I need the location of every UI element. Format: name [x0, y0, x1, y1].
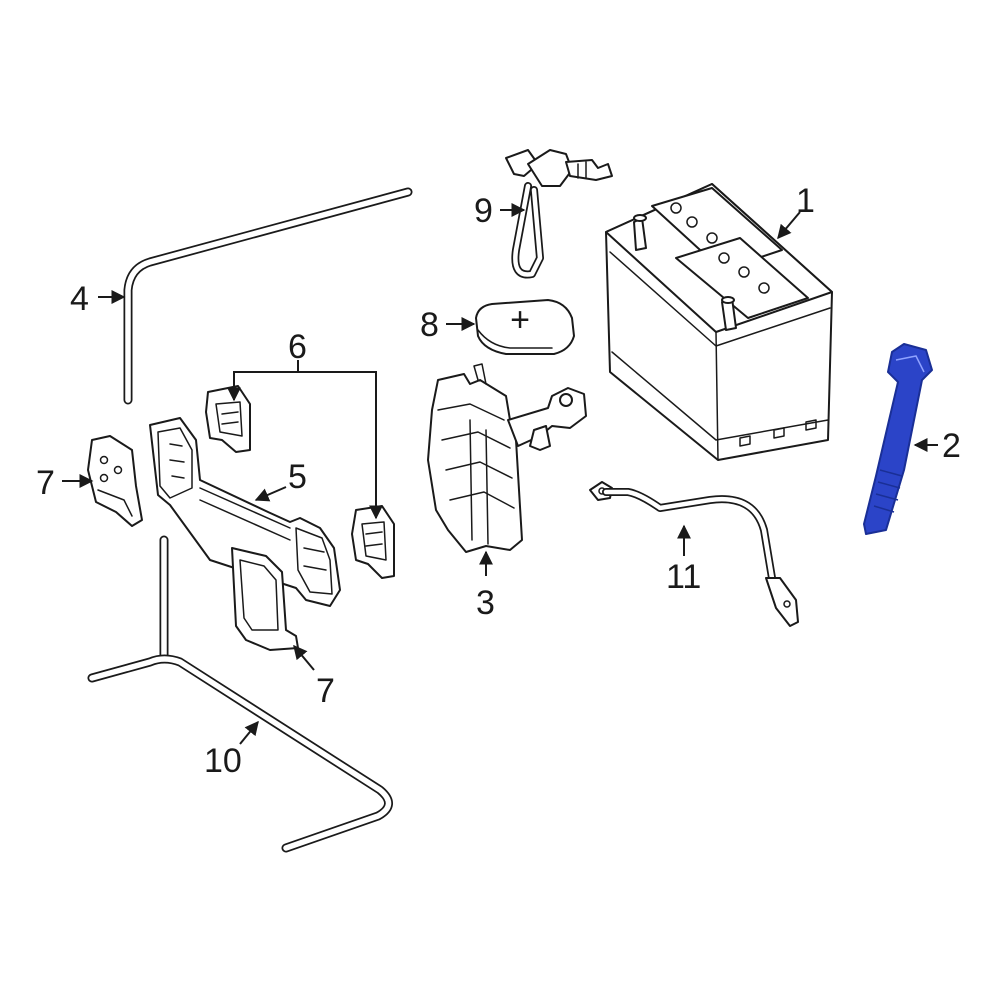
callout-10: 10	[204, 742, 242, 780]
part-8-terminal-cover[interactable]	[475, 299, 575, 355]
part-11-ground-cable[interactable]	[589, 481, 799, 627]
part-5-hold-down-bracket[interactable]	[149, 417, 341, 607]
part-7-bracket-bottom[interactable]	[231, 547, 299, 651]
part-7-bracket-left[interactable]	[87, 435, 143, 527]
callout-8: 8	[420, 306, 439, 344]
terminal-cover-plus-symbol: +	[510, 301, 530, 339]
callout-1: 1	[796, 182, 815, 220]
part-9-sensor-cable[interactable]	[505, 149, 613, 279]
part-2-positive-cable[interactable]	[863, 343, 933, 535]
part-4-vent-tube[interactable]	[123, 187, 413, 405]
part-3-fuse-module[interactable]	[427, 363, 587, 553]
callout-7-bottom: 7	[316, 672, 335, 710]
part-6-clip-lower[interactable]	[351, 505, 395, 579]
callout-9: 9	[474, 192, 493, 230]
callout-7-left: 7	[36, 464, 55, 502]
callout-2: 2	[942, 427, 961, 465]
callout-5: 5	[288, 458, 307, 496]
callout-11: 11	[666, 558, 701, 596]
part-6-clip-upper[interactable]	[205, 385, 251, 453]
callout-6: 6	[288, 328, 307, 366]
leader-lines	[62, 203, 938, 745]
callout-4: 4	[70, 280, 89, 318]
callout-3: 3	[476, 584, 495, 622]
part-1-battery[interactable]	[605, 183, 833, 461]
part-10-vent-hose[interactable]	[87, 535, 393, 853]
